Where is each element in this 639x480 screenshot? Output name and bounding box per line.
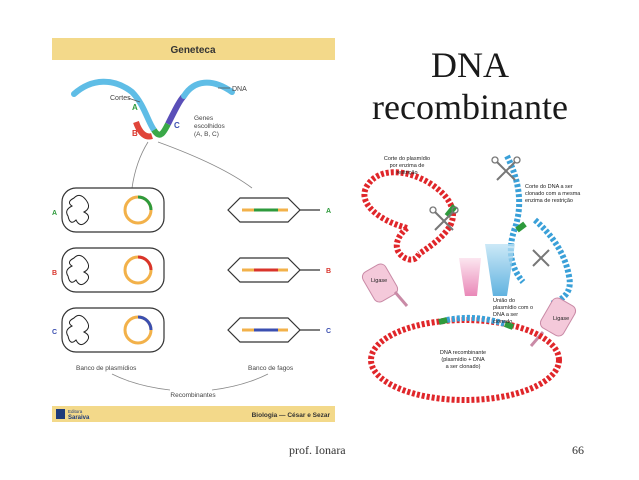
label-ligase-right: Ligase: [553, 316, 569, 322]
arrow-to-plasmids: [131, 141, 149, 189]
publisher-line2: Saraiva: [68, 415, 90, 421]
label-corte-plasmidio-2: por enzima de: [390, 163, 425, 169]
dna-strand-right: [181, 79, 235, 99]
upper-plasmid: [361, 169, 456, 257]
row-label-a: A: [52, 210, 57, 217]
recombinant-dna-figure: Corte do plasmídio por enzima de restriç…: [347, 150, 591, 412]
gene-b-segment: [133, 120, 153, 140]
arrow-phages-recomb: [211, 373, 269, 391]
phage-a: [227, 197, 320, 223]
bacterium-c: [61, 307, 165, 353]
ligase-tube-left: [361, 263, 409, 307]
geneteca-header-bar: [52, 38, 335, 60]
geneteca-figure: Geneteca DNA Cortes A B C Genes escolhid…: [52, 38, 335, 422]
beam-pink: [459, 258, 481, 296]
phage-label-c: C: [326, 328, 331, 335]
recombinant-junction-1: [438, 317, 448, 325]
geneteca-footer-bar: [52, 406, 335, 422]
page-number: 66: [572, 443, 584, 457]
arrow-plasmids-recomb: [111, 373, 171, 391]
label-uniao-1: União do: [493, 298, 515, 304]
label-gene-a: A: [132, 103, 138, 112]
recombinant-svg: Corte do plasmídio por enzima de restriç…: [361, 154, 581, 403]
scissors-icon-right: [491, 156, 521, 181]
recombinant-insert: [446, 314, 506, 327]
row-label-b: B: [52, 270, 57, 277]
slide-title-line1: DNA: [431, 45, 509, 85]
label-ligase-left: Ligase: [371, 278, 387, 284]
saraiva-logo: [56, 409, 65, 419]
geneteca-svg: Geneteca DNA Cortes A B C Genes escolhid…: [52, 38, 335, 422]
phage-c: [227, 317, 320, 343]
row-label-c: C: [52, 329, 57, 336]
ligase-tube-right: [529, 297, 577, 347]
label-corte-dna-3: enzima de restrição: [525, 198, 573, 204]
label-banco-fagos: Banco de fagos: [248, 365, 294, 372]
gene-c-segment: [165, 93, 187, 126]
label-gene-b: B: [132, 129, 138, 138]
label-dna-recombinante-1: DNA recombinante: [440, 350, 486, 356]
label-uniao-2: plasmídio com o: [493, 305, 533, 311]
label-dna: DNA: [232, 86, 247, 93]
slide-title-line2: recombinante: [372, 87, 568, 127]
label-gene-c: C: [174, 121, 180, 130]
beam-blue: [485, 244, 515, 296]
label-corte-dna-2: clonado com a mesma: [525, 191, 581, 197]
scissors-icon-left: [429, 206, 459, 231]
recombinant-plasmid: [368, 317, 562, 403]
publisher-line1: Editora: [68, 409, 83, 414]
label-genes-3: (A, B, C): [194, 131, 219, 138]
phage-label-a: A: [326, 208, 331, 215]
label-dna-recombinante-2: (plasmídio + DNA: [441, 357, 485, 363]
donor-dna-cut: [515, 221, 527, 233]
label-corte-plasmidio-1: Corte do plasmídio: [384, 156, 430, 162]
label-dna-recombinante-3: a ser clonado): [446, 364, 481, 370]
label-uniao-4: clonado: [493, 319, 512, 325]
arrow-to-phages: [157, 141, 253, 189]
geneteca-header: Geneteca: [170, 45, 215, 56]
bacterium-b: [61, 247, 165, 293]
label-uniao-3: DNA a ser: [493, 312, 518, 318]
donor-dna-strand-1: [504, 154, 526, 284]
donor-dna-strand-2: [533, 217, 573, 307]
cortes-pointer: [127, 97, 141, 103]
scissors-icon-lower: [532, 249, 550, 267]
label-corte-dna-1: Corte do DNA a ser: [525, 184, 573, 190]
recombinant-junction-2: [503, 321, 515, 330]
label-cortes: Cortes: [110, 95, 131, 102]
label-corte-plasmidio-3: restrição: [396, 170, 417, 176]
phage-label-b: B: [326, 268, 331, 275]
figure-credit: Biologia — César e Sezar: [252, 412, 331, 419]
label-banco-plasmidios: Banco de plasmídios: [76, 365, 137, 372]
label-recombinantes: Recombinantes: [170, 392, 216, 399]
label-genes-1: Genes: [194, 115, 214, 122]
bacterium-a: [61, 187, 165, 233]
phage-b: [227, 257, 320, 283]
slide-title: DNA recombinante: [345, 44, 595, 128]
gene-a-segment: [151, 122, 171, 138]
upper-plasmid-tail: [393, 225, 422, 263]
label-genes-2: escolhidos: [194, 123, 225, 130]
dna-strand-left: [71, 78, 157, 133]
footer-author: prof. Ionara: [289, 443, 346, 457]
